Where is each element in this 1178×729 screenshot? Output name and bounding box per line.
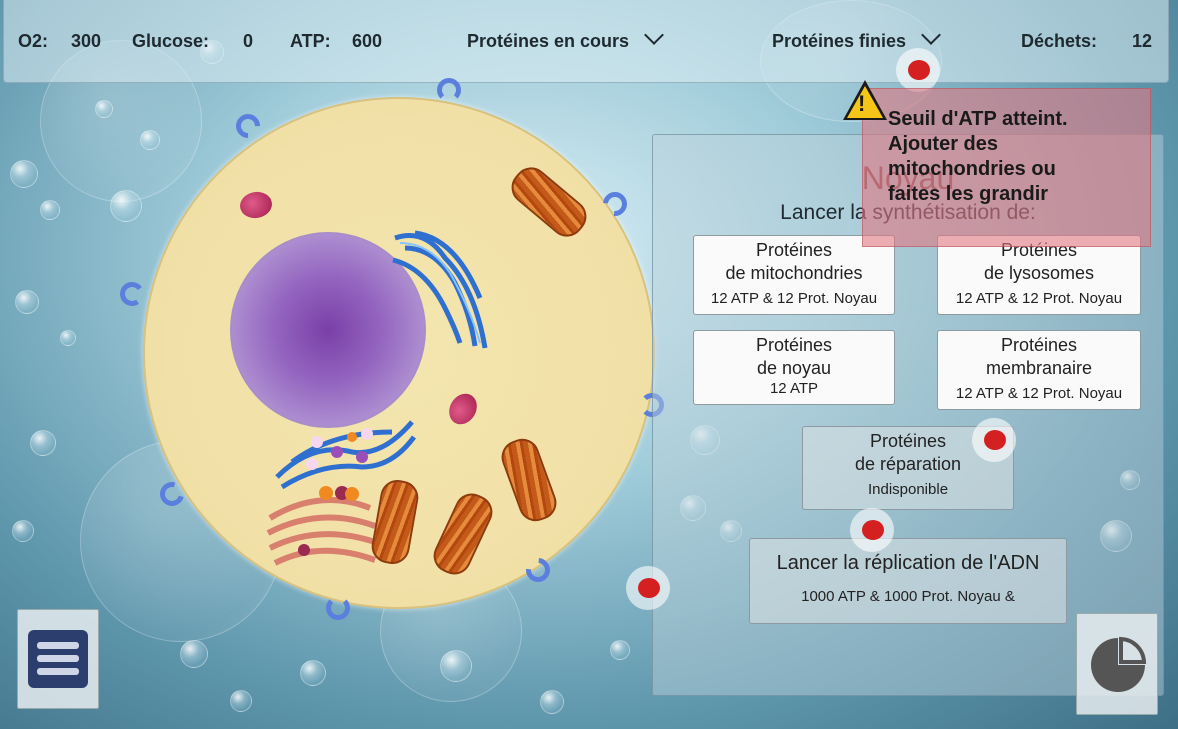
button-label-line2: de lysosomes xyxy=(983,263,1095,283)
button-label-line2: de réparation xyxy=(854,454,962,474)
background-bubble xyxy=(60,330,76,346)
chevron-down-icon xyxy=(644,25,664,45)
button-cost: 12 ATP & 12 Prot. Noyau xyxy=(955,290,1123,307)
warning-line: mitochondries ou xyxy=(888,158,1056,180)
menu-icon xyxy=(28,630,88,688)
background-bubble xyxy=(1120,470,1140,490)
button-label-line1: Protéines xyxy=(755,240,833,260)
button-label-line2: de noyau xyxy=(756,358,832,378)
proteins-done-label: Protéines finies xyxy=(772,31,907,51)
nucleus[interactable] xyxy=(230,232,426,428)
background-bubble xyxy=(140,130,160,150)
background-bubble xyxy=(40,200,60,220)
background-bubble xyxy=(110,190,142,222)
proteins-done-dropdown[interactable]: Protéines finies xyxy=(772,25,941,52)
golgi-apparatus[interactable] xyxy=(260,478,385,583)
waste-marker[interactable] xyxy=(896,48,940,92)
button-cost: 12 ATP & 12 Prot. Noyau xyxy=(710,290,878,307)
background-bubble xyxy=(680,495,706,521)
background-bubble xyxy=(610,640,630,660)
o2-label: O2: xyxy=(18,31,49,51)
atp-value: 600 xyxy=(352,31,383,51)
background-bubble xyxy=(10,160,38,188)
synthesize-lysosome-proteins-button[interactable]: Protéines de lysosomes 12 ATP & 12 Prot.… xyxy=(937,235,1141,315)
synthesize-mitochondria-proteins-button[interactable]: Protéines de mitochondries 12 ATP & 12 P… xyxy=(693,235,895,315)
button-label-line1: Protéines xyxy=(755,335,833,355)
glucose-label: Glucose: xyxy=(132,31,210,51)
button-cost: 1000 ATP & 1000 Prot. Noyau & xyxy=(801,588,1015,605)
proteins-in-progress-label: Protéines en cours xyxy=(467,31,630,51)
proteins-in-progress-dropdown[interactable]: Protéines en cours xyxy=(467,25,664,52)
warning-line: faites les grandir xyxy=(888,183,1049,205)
synthesize-repair-proteins-button[interactable]: Protéines de réparation Indisponible xyxy=(802,426,1014,510)
button-cost: 12 ATP xyxy=(769,380,819,397)
background-bubble xyxy=(230,690,252,712)
background-bubble xyxy=(690,425,720,455)
membrane-channel[interactable] xyxy=(437,78,461,102)
button-cost: Indisponible xyxy=(867,481,949,498)
background-bubble xyxy=(30,430,56,456)
background-bubble xyxy=(1100,520,1132,552)
membrane-channel[interactable] xyxy=(118,280,146,308)
background-bubble xyxy=(540,690,564,714)
background-bubble xyxy=(12,520,34,542)
atp-label: ATP: xyxy=(290,31,331,51)
pie-chart-icon xyxy=(1091,636,1147,692)
button-cost: 12 ATP & 12 Prot. Noyau xyxy=(955,385,1123,402)
atp-warning-popup: Seuil d'ATP atteint. Ajouter des mitocho… xyxy=(862,88,1151,247)
waste-marker[interactable] xyxy=(850,508,894,552)
button-label-line1: Protéines xyxy=(1000,335,1078,355)
membrane-channel[interactable] xyxy=(326,596,350,620)
waste-marker[interactable] xyxy=(626,566,670,610)
chevron-down-icon xyxy=(921,25,941,45)
button-label-line2: de mitochondries xyxy=(725,263,863,283)
endoplasmic-reticulum-smooth[interactable] xyxy=(272,412,417,492)
waste-value: 12 xyxy=(1132,31,1153,51)
nucleus-panel: Noyau Lancer la synthétisation de: Proté… xyxy=(652,134,1164,696)
background-bubble xyxy=(180,640,208,668)
dna-replication-button[interactable]: Lancer la réplication de l'ADN 1000 ATP … xyxy=(749,538,1067,624)
resource-bar: O2: 300 Glucose: 0 ATP: 600 Protéines en… xyxy=(3,0,1169,83)
synthesize-membrane-proteins-button[interactable]: Protéines membranaire 12 ATP & 12 Prot. … xyxy=(937,330,1141,410)
statistics-button[interactable] xyxy=(1076,613,1158,715)
background-bubble xyxy=(720,520,742,542)
endoplasmic-reticulum-rough[interactable] xyxy=(385,228,495,353)
background-bubble xyxy=(440,650,472,682)
background-bubble xyxy=(15,290,39,314)
waste-label: Déchets: xyxy=(1021,31,1098,51)
waste-marker[interactable] xyxy=(972,418,1016,462)
button-label: Lancer la réplication de l'ADN xyxy=(776,552,1040,574)
background-bubble xyxy=(300,660,326,686)
background-bubble xyxy=(95,100,113,118)
button-label-line2: membranaire xyxy=(985,358,1093,378)
button-label-line1: Protéines xyxy=(869,431,947,451)
warning-line: Seuil d'ATP atteint. xyxy=(888,108,1068,130)
o2-value: 300 xyxy=(71,31,102,51)
warning-line: Ajouter des xyxy=(888,133,999,155)
menu-button[interactable] xyxy=(17,609,99,709)
glucose-value: 0 xyxy=(243,31,254,51)
synthesize-nucleus-proteins-button[interactable]: Protéines de noyau 12 ATP xyxy=(693,330,895,405)
